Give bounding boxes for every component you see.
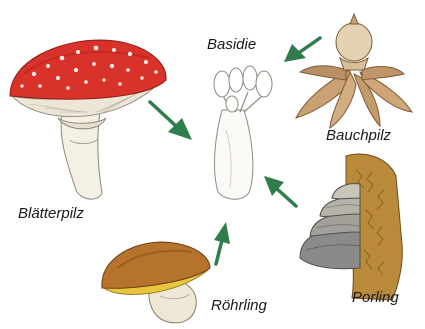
arrow-from-bracket — [264, 176, 296, 206]
label-bolete: Röhrling — [211, 297, 267, 314]
arrow-from-earthstar — [284, 38, 320, 62]
arrow-from-agaric — [150, 102, 192, 140]
label-polypore: Porling — [352, 289, 399, 306]
basidium-illustration — [214, 66, 272, 199]
agaric-mushroom-illustration — [10, 40, 166, 199]
arrow-from-bolete — [214, 222, 230, 264]
label-agaric: Blätterpilz — [18, 205, 84, 222]
earthstar-illustration — [296, 14, 412, 128]
bracket-fungus-illustration — [300, 154, 402, 300]
label-basidium: Basidie — [207, 36, 256, 53]
label-gasteromycete: Bauchpilz — [326, 127, 391, 144]
bolete-illustration — [102, 242, 210, 323]
